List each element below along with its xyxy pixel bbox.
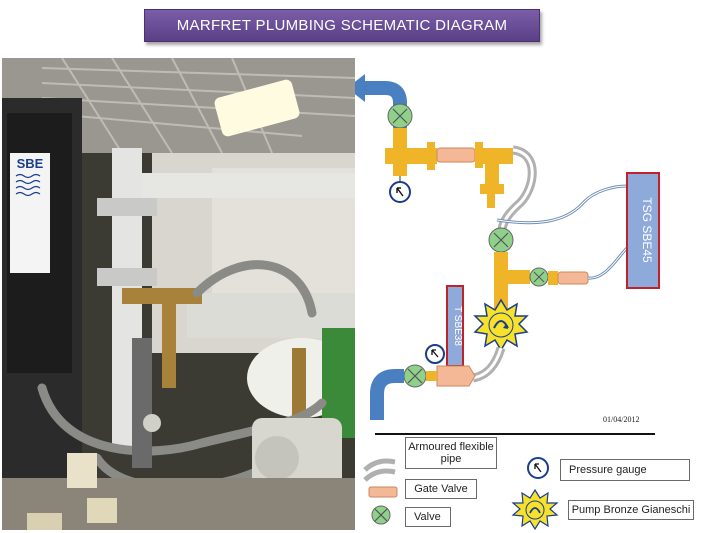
tsg-label: TSG SBE45 [640, 197, 654, 263]
legend-flexible-pipe-icon [363, 458, 396, 482]
legend-pump-label: Pump Bronze Gianeschi [568, 500, 694, 520]
t-sensor-label: T SBE38 [452, 306, 463, 346]
legend-gate-valve-icon [368, 486, 398, 498]
sbe-logo-text: SBE [17, 156, 44, 171]
tsg-sensor-box [626, 172, 660, 289]
diagram-date: 01/04/2012 [603, 415, 639, 424]
legend-pressure-gauge-label: Pressure gauge [560, 459, 690, 481]
plumbing-schematic: TSG SBE45 T SBE38 01/04/2012 [355, 74, 660, 531]
t-sensor-fitting [436, 365, 476, 387]
fitting [494, 252, 508, 274]
fitting [487, 194, 495, 208]
fitting [480, 184, 504, 194]
inlet-pipe [370, 369, 404, 420]
legend-gate-valve-label: Gate Valve [405, 479, 477, 499]
gate-valve-icon [436, 147, 476, 163]
outlet-pipe [360, 81, 407, 148]
fitting [485, 164, 499, 186]
fitting [393, 164, 407, 176]
page-title: MARFRET PLUMBING SCHEMATIC DIAGRAM [144, 9, 540, 42]
gate-valve-icon [557, 271, 589, 285]
fitting [483, 148, 513, 164]
legend-flexible-pipe-label: Armoured flexible pipe [405, 437, 497, 469]
fitting [548, 271, 558, 285]
legend-valve-label: Valve [405, 507, 451, 527]
fitting [494, 270, 530, 284]
plumbing-photo: SBE [2, 58, 355, 530]
fitting [427, 142, 435, 170]
outlet-arrow-icon [355, 74, 365, 102]
fitting [475, 142, 483, 168]
fitting [385, 148, 437, 164]
